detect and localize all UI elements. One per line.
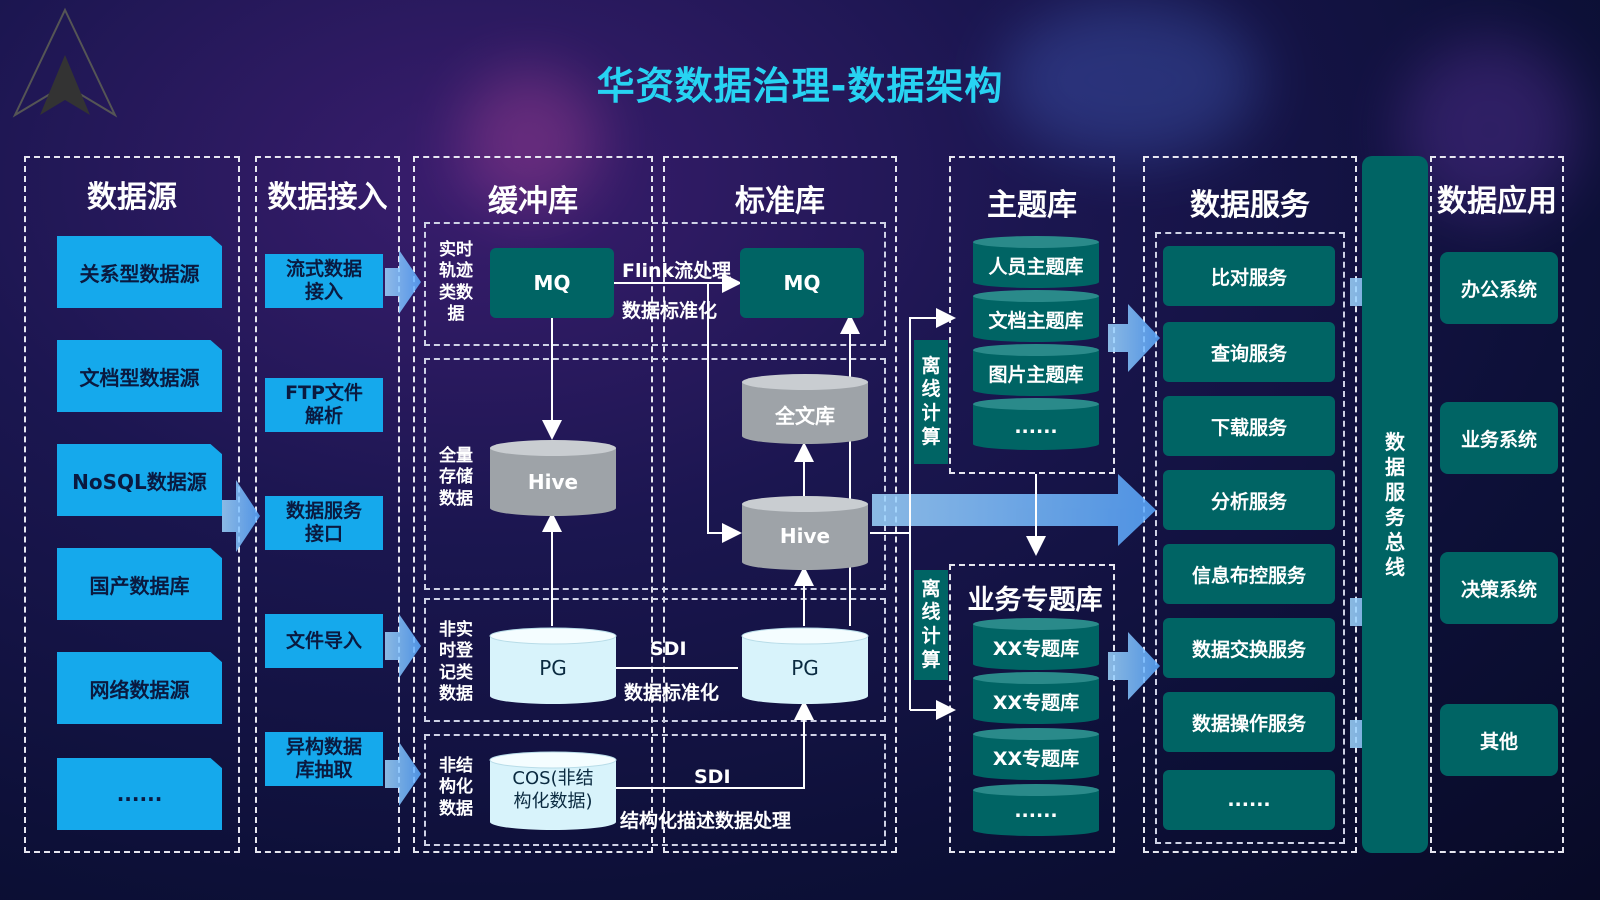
row-label-unstructured: 非结 构化 数据 bbox=[439, 756, 473, 819]
source-nosql[interactable]: NoSQL数据源 bbox=[57, 444, 222, 516]
row-frame-nonrealtime bbox=[424, 598, 886, 722]
ingest-api[interactable]: 数据服务 接口 bbox=[265, 496, 383, 550]
fat-arrow-hive-to-service bbox=[872, 474, 1156, 546]
cylinder-theme-4 bbox=[973, 398, 1099, 450]
biz-db-2[interactable]: XX专题库 bbox=[992, 692, 1080, 714]
page-title: 华资数据治理-数据架构 bbox=[596, 64, 1004, 108]
service-exchange[interactable]: 数据交换服务 bbox=[1163, 618, 1335, 678]
ingest-stream[interactable]: 流式数据 接入 bbox=[265, 254, 383, 308]
app-other[interactable]: 其他 bbox=[1440, 704, 1558, 776]
fat-arrow-theme-to-service bbox=[1108, 304, 1160, 372]
row-label-full: 全量 存储 数据 bbox=[439, 446, 473, 509]
header-buffer: 缓冲库 bbox=[488, 184, 578, 219]
edge-label-sdi2: SDI bbox=[694, 766, 731, 788]
header-ingest: 数据接入 bbox=[267, 180, 388, 215]
cylinder-theme-2 bbox=[973, 290, 1099, 342]
header-standard: 标准库 bbox=[735, 184, 825, 219]
row-label-realtime: 实时 轨迹 类数 据 bbox=[439, 240, 473, 324]
header-biz: 业务专题库 bbox=[967, 585, 1103, 616]
biz-db-1[interactable]: XX专题库 bbox=[992, 638, 1080, 660]
edge-label-std1: 数据标准化 bbox=[622, 300, 718, 322]
cylinder-biz-1 bbox=[973, 618, 1099, 670]
theme-db-more[interactable]: ...... bbox=[1014, 416, 1058, 438]
fat-arrow-ingest-3 bbox=[385, 742, 421, 806]
source-relational[interactable]: 关系型数据源 bbox=[57, 236, 222, 308]
cylinder-pg2 bbox=[741, 627, 869, 704]
cylinder-biz-3 bbox=[973, 728, 1099, 780]
app-office[interactable]: 办公系统 bbox=[1440, 252, 1558, 324]
cylinder-cos bbox=[489, 751, 617, 830]
service-operation[interactable]: 数据操作服务 bbox=[1163, 692, 1335, 752]
cylinder-fulltext bbox=[742, 374, 868, 444]
edge-label-flink: Flink流处理 bbox=[622, 260, 732, 282]
node-pg-standard[interactable]: PG bbox=[791, 656, 819, 680]
header-app: 数据应用 bbox=[1437, 184, 1557, 219]
offline-compute-lower: 离 线 计 算 bbox=[914, 570, 948, 680]
ingest-ftp[interactable]: FTP文件 解析 bbox=[265, 378, 383, 432]
theme-db-person[interactable]: 人员主题库 bbox=[988, 256, 1084, 278]
fat-arrow-ingest-1 bbox=[385, 250, 421, 314]
service-download[interactable]: 下载服务 bbox=[1163, 396, 1335, 456]
fat-arrow-ingest-2 bbox=[385, 614, 421, 678]
theme-db-document[interactable]: 文档主题库 bbox=[988, 310, 1084, 332]
service-monitor[interactable]: 信息布控服务 bbox=[1163, 544, 1335, 604]
service-analysis[interactable]: 分析服务 bbox=[1163, 470, 1335, 530]
row-frame-full bbox=[424, 358, 886, 590]
row-frame-realtime bbox=[424, 222, 886, 346]
node-hive-buffer[interactable]: Hive bbox=[527, 470, 579, 494]
app-column bbox=[1430, 156, 1564, 853]
service-compare[interactable]: 比对服务 bbox=[1163, 246, 1335, 306]
node-pg-buffer[interactable]: PG bbox=[539, 656, 567, 680]
header-service: 数据服务 bbox=[1190, 188, 1310, 223]
ingest-hetero[interactable]: 异构数据 库抽取 bbox=[265, 732, 383, 786]
node-hive-standard[interactable]: Hive bbox=[779, 524, 831, 548]
buffer-column bbox=[413, 156, 653, 853]
biz-db-3[interactable]: XX专题库 bbox=[992, 748, 1080, 770]
node-mq-standard[interactable]: MQ bbox=[740, 248, 864, 318]
node-fulltext[interactable]: 全文库 bbox=[775, 404, 835, 428]
row-label-nonrealtime: 非实 时登 记类 数据 bbox=[439, 620, 473, 704]
edge-label-struct: 结构化描述数据处理 bbox=[620, 810, 792, 832]
edge-label-sdi1: SDI bbox=[650, 638, 687, 660]
biz-db-more[interactable]: ...... bbox=[1014, 800, 1058, 822]
app-decision[interactable]: 决策系统 bbox=[1440, 552, 1558, 624]
cylinder-biz-2 bbox=[973, 672, 1099, 724]
app-business[interactable]: 业务系统 bbox=[1440, 402, 1558, 474]
node-mq-buffer[interactable]: MQ bbox=[490, 248, 614, 318]
edge-label-std2: 数据标准化 bbox=[624, 682, 720, 704]
source-network[interactable]: 网络数据源 bbox=[57, 652, 222, 724]
cylinder-hive2 bbox=[742, 496, 868, 570]
offline-compute-upper: 离 线 计 算 bbox=[914, 340, 948, 464]
cylinder-hive1 bbox=[490, 440, 616, 516]
header-theme: 主题库 bbox=[987, 188, 1077, 223]
source-more[interactable]: ...... bbox=[57, 758, 222, 830]
service-query[interactable]: 查询服务 bbox=[1163, 322, 1335, 382]
node-cos[interactable]: COS(非结 构化数据) bbox=[512, 768, 594, 812]
service-bus: 数 据 服 务 总 线 bbox=[1362, 156, 1428, 853]
fat-arrow-biz-to-service bbox=[1108, 632, 1160, 700]
cylinder-theme-1 bbox=[973, 236, 1099, 288]
logo-icon bbox=[12, 7, 118, 118]
cylinder-pg1 bbox=[489, 627, 617, 704]
source-document[interactable]: 文档型数据源 bbox=[57, 340, 222, 412]
service-more[interactable]: ...... bbox=[1163, 770, 1335, 830]
ingest-file[interactable]: 文件导入 bbox=[265, 614, 383, 668]
fat-arrow-source-to-ingest bbox=[222, 480, 260, 552]
theme-db-image[interactable]: 图片主题库 bbox=[988, 364, 1084, 386]
cylinder-biz-4 bbox=[973, 784, 1099, 836]
row-frame-unstructured bbox=[424, 734, 886, 846]
cylinder-theme-3 bbox=[973, 344, 1099, 396]
ingest-column bbox=[255, 156, 400, 853]
header-source: 数据源 bbox=[87, 180, 177, 215]
source-domestic[interactable]: 国产数据库 bbox=[57, 548, 222, 620]
service-inner-frame bbox=[1155, 232, 1345, 844]
